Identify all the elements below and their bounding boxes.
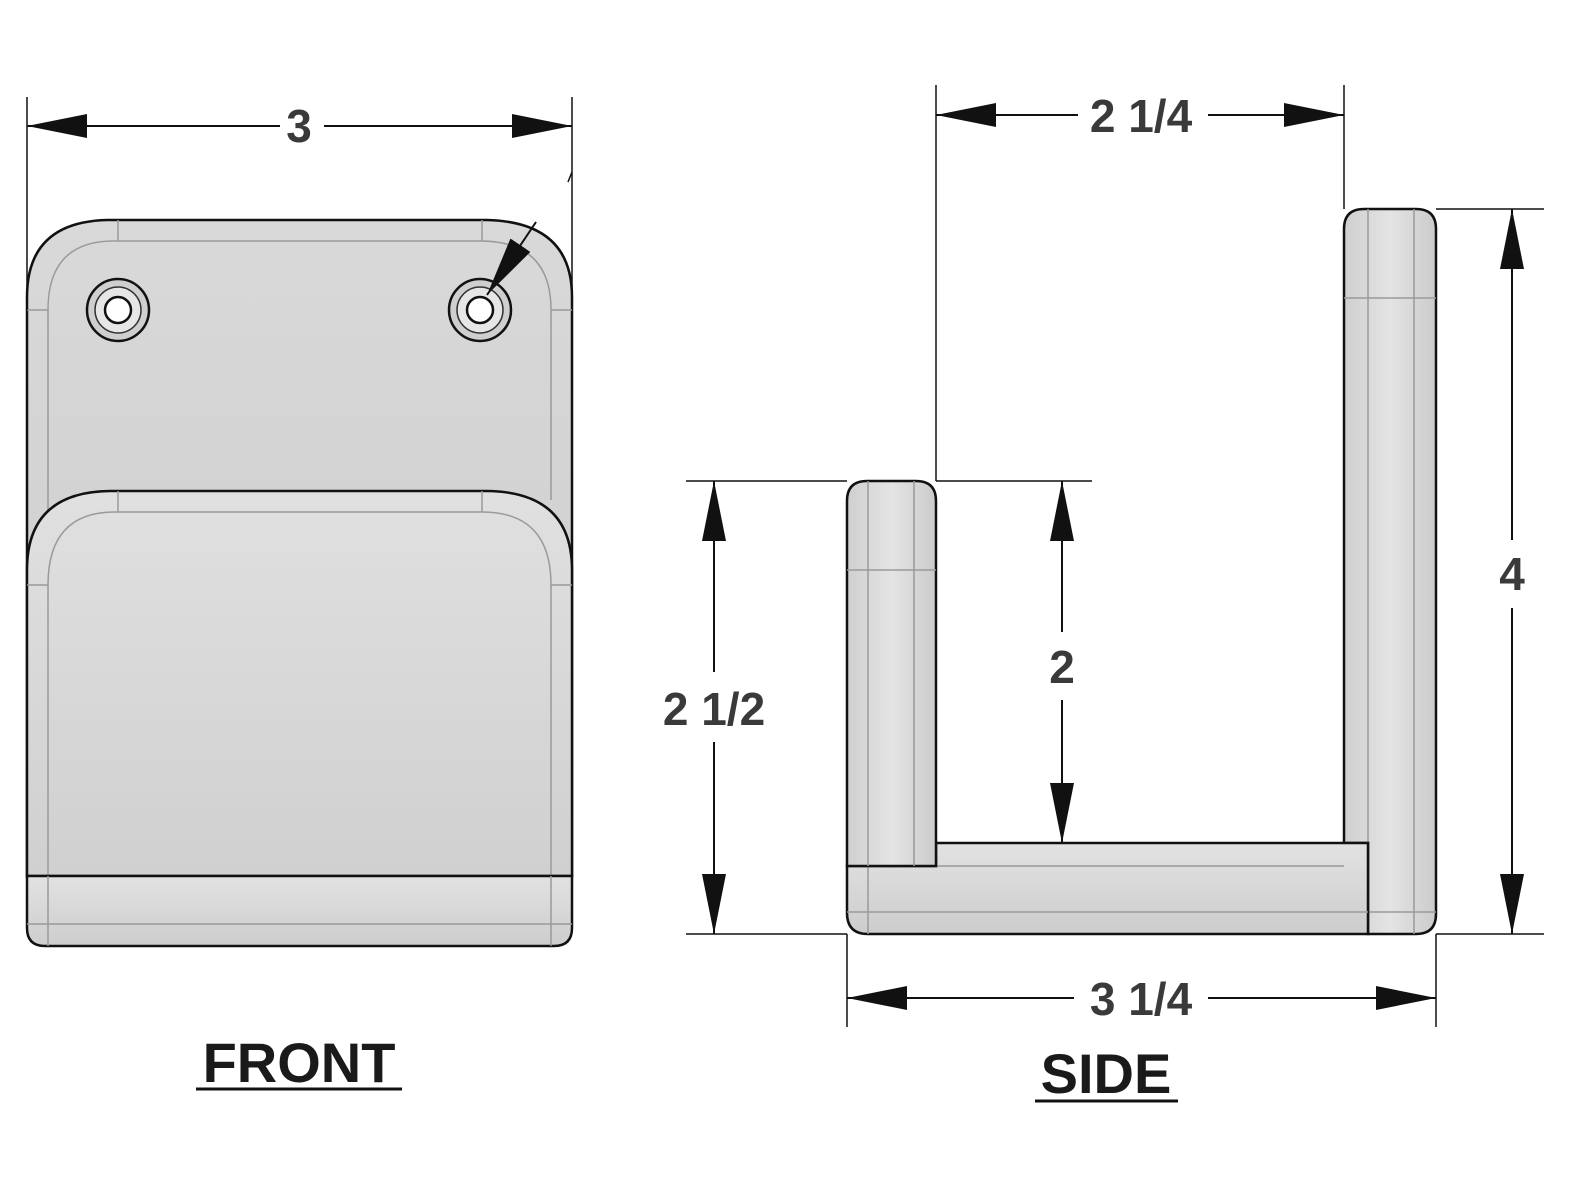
front-view-label: FRONT bbox=[203, 1031, 396, 1094]
side-lip-height-dimension: 2 1/2 bbox=[663, 683, 765, 735]
mounting-hole-left bbox=[85, 277, 151, 343]
side-overall-depth-dimension: 3 1/4 bbox=[1090, 973, 1193, 1025]
front-base-strip bbox=[25, 874, 574, 948]
side-opening-width-dimension: 2 1/4 bbox=[1090, 90, 1193, 142]
front-view: 3 FRONT bbox=[25, 97, 574, 1094]
side-inner-depth-dimension: 2 bbox=[1049, 641, 1075, 693]
hole-leader-line bbox=[486, 221, 537, 296]
front-lip-panel bbox=[25, 489, 574, 878]
front-back-plate-bevel bbox=[47, 240, 552, 500]
front-width-dimension: 3 bbox=[286, 100, 312, 152]
side-view-label: SIDE bbox=[1041, 1042, 1172, 1105]
side-view: 2 1/4 2 1/2 2 4 3 1/4 SIDE bbox=[663, 85, 1544, 1105]
side-front-lip bbox=[845, 479, 938, 868]
side-back-height-dimension: 4 bbox=[1499, 548, 1525, 600]
side-back-wall bbox=[1342, 207, 1438, 936]
mounting-hole-right bbox=[447, 277, 513, 343]
